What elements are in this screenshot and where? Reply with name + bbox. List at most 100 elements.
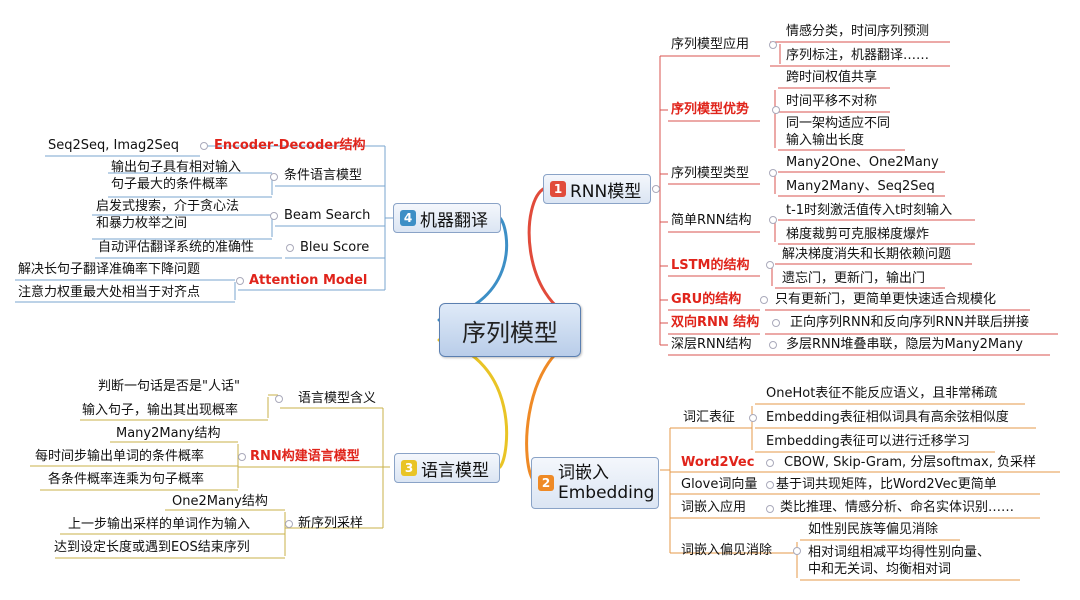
emb-rep-item-2[interactable]: Embedding表征相似词具有高余弦相似度 <box>766 410 1009 425</box>
branch-embedding[interactable]: 2 词嵌入 Embedding <box>531 457 659 509</box>
lm-meaning-item-1[interactable]: 判断一句话是否是"人话" <box>98 379 240 394</box>
collapse-dot[interactable] <box>749 414 757 422</box>
lm-build-item-2[interactable]: 每时间步输出单词的条件概率 <box>35 449 205 464</box>
rnn-app-item-2[interactable]: 序列标注，机器翻译…… <box>786 48 930 63</box>
branch-embedding-label-1: 词嵌入 <box>558 463 609 483</box>
collapse-dot[interactable] <box>769 341 777 349</box>
emb-apply-item[interactable]: 类比推理、情感分析、命名实体识别…… <box>780 500 1015 515</box>
mt-beam-item-2[interactable]: 和暴力枚举之间 <box>96 216 188 231</box>
branch-language-model-label: 语言模型 <box>421 460 489 481</box>
mt-beam-item-1[interactable]: 启发式搜索，介于贪心法 <box>96 199 240 214</box>
lm-meaning-item-2[interactable]: 输入句子，输出其出现概率 <box>82 403 239 418</box>
rnn-types-item-1[interactable]: Many2One、One2Many <box>786 155 939 170</box>
rnn-gru-item[interactable]: 只有更新门，更简单更快速适合规模化 <box>775 292 997 307</box>
collapse-dot[interactable] <box>286 244 294 252</box>
emb-bias-item-2[interactable]: 相对词组相减平均得性别向量、 <box>808 545 991 560</box>
branch-machine-translation[interactable]: 4 机器翻译 <box>393 203 501 233</box>
collapse-dot[interactable] <box>760 296 768 304</box>
rnn-bi-label[interactable]: 双向RNN 结构 <box>671 315 760 330</box>
lm-sample-item-2[interactable]: 上一步输出采样的单词作为输入 <box>68 517 251 532</box>
mt-bleu-label[interactable]: Bleu Score <box>300 240 370 255</box>
mt-cond-item-2[interactable]: 句子最大的条件概率 <box>111 177 229 192</box>
mt-bleu-item[interactable]: 自动评估翻译系统的准确性 <box>98 240 255 255</box>
rnn-deep-label[interactable]: 深层RNN结构 <box>671 337 752 352</box>
emb-rep-item-1[interactable]: OneHot表征不能反应语义，且非常稀疏 <box>766 386 998 401</box>
rnn-app-item-1[interactable]: 情感分类，时间序列预测 <box>786 24 930 39</box>
branch-embedding-label-2: Embedding <box>558 483 655 503</box>
collapse-dot[interactable] <box>200 142 208 150</box>
mt-cond-item-1[interactable]: 输出句子具有相对输入 <box>111 160 242 175</box>
mt-encdec-item[interactable]: Seq2Seq, Imag2Seq <box>48 138 180 153</box>
rnn-app-label[interactable]: 序列模型应用 <box>671 37 750 52</box>
mt-attn-label[interactable]: Attention Model <box>249 273 368 288</box>
collapse-dot[interactable] <box>766 505 774 513</box>
collapse-dot[interactable] <box>270 173 278 181</box>
collapse-dot[interactable] <box>238 453 246 461</box>
link-lm <box>437 338 509 469</box>
link-rnn <box>527 186 581 322</box>
collapse-dot[interactable] <box>766 261 774 269</box>
emb-apply-label[interactable]: 词嵌入应用 <box>681 500 747 515</box>
collapse-dot[interactable] <box>285 520 293 528</box>
lm-sample-item-3[interactable]: 达到设定长度或遇到EOS结束序列 <box>54 540 250 555</box>
badge-embedding: 2 <box>538 475 554 491</box>
rnn-lstm-item-2[interactable]: 遗忘门，更新门，输出门 <box>782 271 926 286</box>
collapse-dot[interactable] <box>772 319 780 327</box>
rnn-adv-item-2[interactable]: 时间平移不对称 <box>786 94 878 109</box>
rnn-adv-item-1[interactable]: 跨时间权值共享 <box>786 70 878 85</box>
collapse-dot[interactable] <box>769 41 777 49</box>
rnn-adv-item-3[interactable]: 同一架构适应不同 <box>786 116 891 131</box>
rnn-lstm-item-1[interactable]: 解决梯度消失和长期依赖问题 <box>782 247 952 262</box>
lm-build-label[interactable]: RNN构建语言模型 <box>250 449 360 464</box>
mt-cond-label[interactable]: 条件语言模型 <box>284 168 363 183</box>
emb-rep-label[interactable]: 词汇表征 <box>683 410 736 425</box>
mt-attn-item-2[interactable]: 注意力权重最大处相当于对齐点 <box>18 285 201 300</box>
collapse-dot[interactable] <box>766 459 774 467</box>
emb-w2v-label[interactable]: Word2Vec <box>681 455 755 470</box>
emb-w2v-item[interactable]: CBOW, Skip-Gram, 分层softmax, 负采样 <box>784 455 1037 470</box>
collapse-dot[interactable] <box>769 169 777 177</box>
emb-bias-item-3[interactable]: 中和无关词、均衡相对词 <box>808 562 952 577</box>
collapse-dot[interactable] <box>766 481 774 489</box>
rnn-types-label[interactable]: 序列模型类型 <box>671 166 750 181</box>
branch-language-model[interactable]: 3 语言模型 <box>394 453 500 483</box>
rnn-deep-item[interactable]: 多层RNN堆叠串联，隐层为Many2Many <box>786 337 1023 352</box>
central-topic[interactable]: 序列模型 <box>439 303 581 357</box>
badge-machine-translation: 4 <box>400 210 416 226</box>
mt-encdec-label[interactable]: Encoder-Decoder结构 <box>214 138 366 153</box>
lm-build-item-3[interactable]: 各条件概率连乘为句子概率 <box>48 472 205 487</box>
branch-rnn-model[interactable]: 1 RNN模型 <box>543 174 651 204</box>
emb-bias-label[interactable]: 词嵌入偏见消除 <box>681 543 773 558</box>
collapse-dot[interactable] <box>793 547 801 555</box>
collapse-dot[interactable] <box>769 216 777 224</box>
collapse-dot[interactable] <box>772 106 780 114</box>
rnn-simple-item-1[interactable]: t-1时刻激活值传入t时刻输入 <box>786 203 953 218</box>
collapse-dot[interactable] <box>652 185 660 193</box>
rnn-simple-item-2[interactable]: 梯度裁剪可克服梯度爆炸 <box>786 227 930 242</box>
lm-sample-item-1[interactable]: One2Many结构 <box>172 494 268 509</box>
badge-language-model: 3 <box>401 460 417 476</box>
collapse-dot[interactable] <box>236 277 244 285</box>
emb-bias-item-1[interactable]: 如性别民族等偏见消除 <box>808 522 939 537</box>
mt-beam-label[interactable]: Beam Search <box>284 208 371 223</box>
emb-glove-item[interactable]: 基于词共现矩阵，比Word2Vec更简单 <box>776 477 997 492</box>
branch-machine-translation-label: 机器翻译 <box>420 210 488 231</box>
lm-build-item-1[interactable]: Many2Many结构 <box>116 426 221 441</box>
rnn-bi-item[interactable]: 正向序列RNN和反向序列RNN并联后拼接 <box>790 315 1029 330</box>
emb-glove-label[interactable]: Glove词向量 <box>681 477 758 492</box>
collapse-dot[interactable] <box>270 212 278 220</box>
rnn-adv-label[interactable]: 序列模型优势 <box>671 102 750 117</box>
lm-meaning-label[interactable]: 语言模型含义 <box>298 391 377 406</box>
rnn-adv-item-4[interactable]: 输入输出长度 <box>786 133 865 148</box>
rnn-simple-label[interactable]: 简单RNN结构 <box>671 213 752 228</box>
emb-rep-item-3[interactable]: Embedding表征可以进行迁移学习 <box>766 434 970 449</box>
badge-rnn: 1 <box>550 181 566 197</box>
lm-sample-label[interactable]: 新序列采样 <box>298 516 364 531</box>
rnn-gru-label[interactable]: GRU的结构 <box>671 292 742 307</box>
rnn-lstm-label[interactable]: LSTM的结构 <box>671 258 750 273</box>
collapse-dot[interactable] <box>275 395 283 403</box>
mt-attn-item-1[interactable]: 解决长句子翻译准确率下降问题 <box>18 262 201 277</box>
rnn-types-item-2[interactable]: Many2Many、Seq2Seq <box>786 179 935 194</box>
